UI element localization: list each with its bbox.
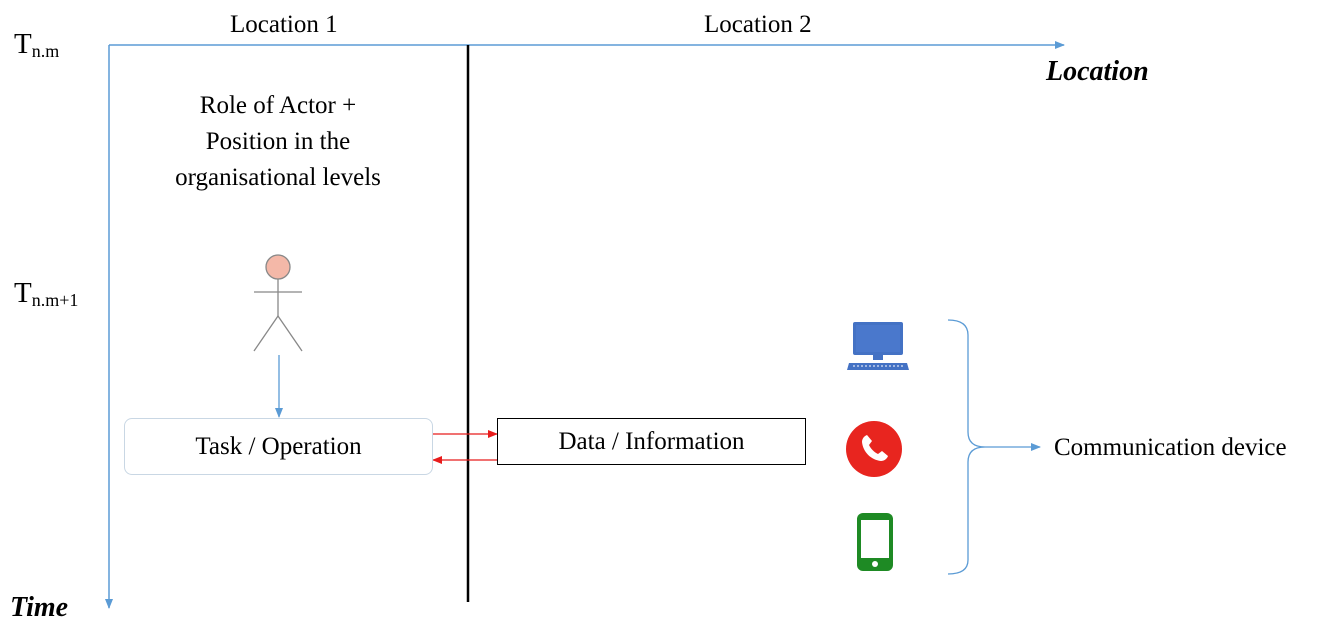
task-operation-label: Task / Operation [195, 432, 362, 460]
location-2-header: Location 2 [704, 11, 812, 38]
location-1-header: Location 1 [230, 11, 338, 38]
time-mark-subscript: n.m+1 [31, 290, 79, 310]
computer-icon [847, 322, 909, 370]
actor-stick-figure-icon [253, 254, 303, 352]
data-information-label: Data / Information [558, 427, 745, 455]
data-information-box: Data / Information [497, 418, 806, 465]
actor-role-description: Role of Actor + Position in the organisa… [175, 92, 381, 191]
time-mark-base: T [14, 277, 32, 309]
time-mark-base: T [14, 28, 32, 60]
time-mark-subscript: n.m [31, 41, 60, 61]
communication-device-label: Communication device [1054, 434, 1287, 461]
time-mark-tnm: Tn.m [14, 28, 60, 61]
task-operation-box: Task / Operation [124, 418, 433, 475]
location-axis-label: Location [1046, 56, 1149, 87]
time-mark-tnm1: Tn.m+1 [14, 277, 79, 310]
telephone-icon [846, 421, 902, 477]
device-bracket [947, 319, 986, 575]
time-axis-label: Time [10, 592, 69, 619]
mobile-phone-icon [857, 513, 893, 571]
